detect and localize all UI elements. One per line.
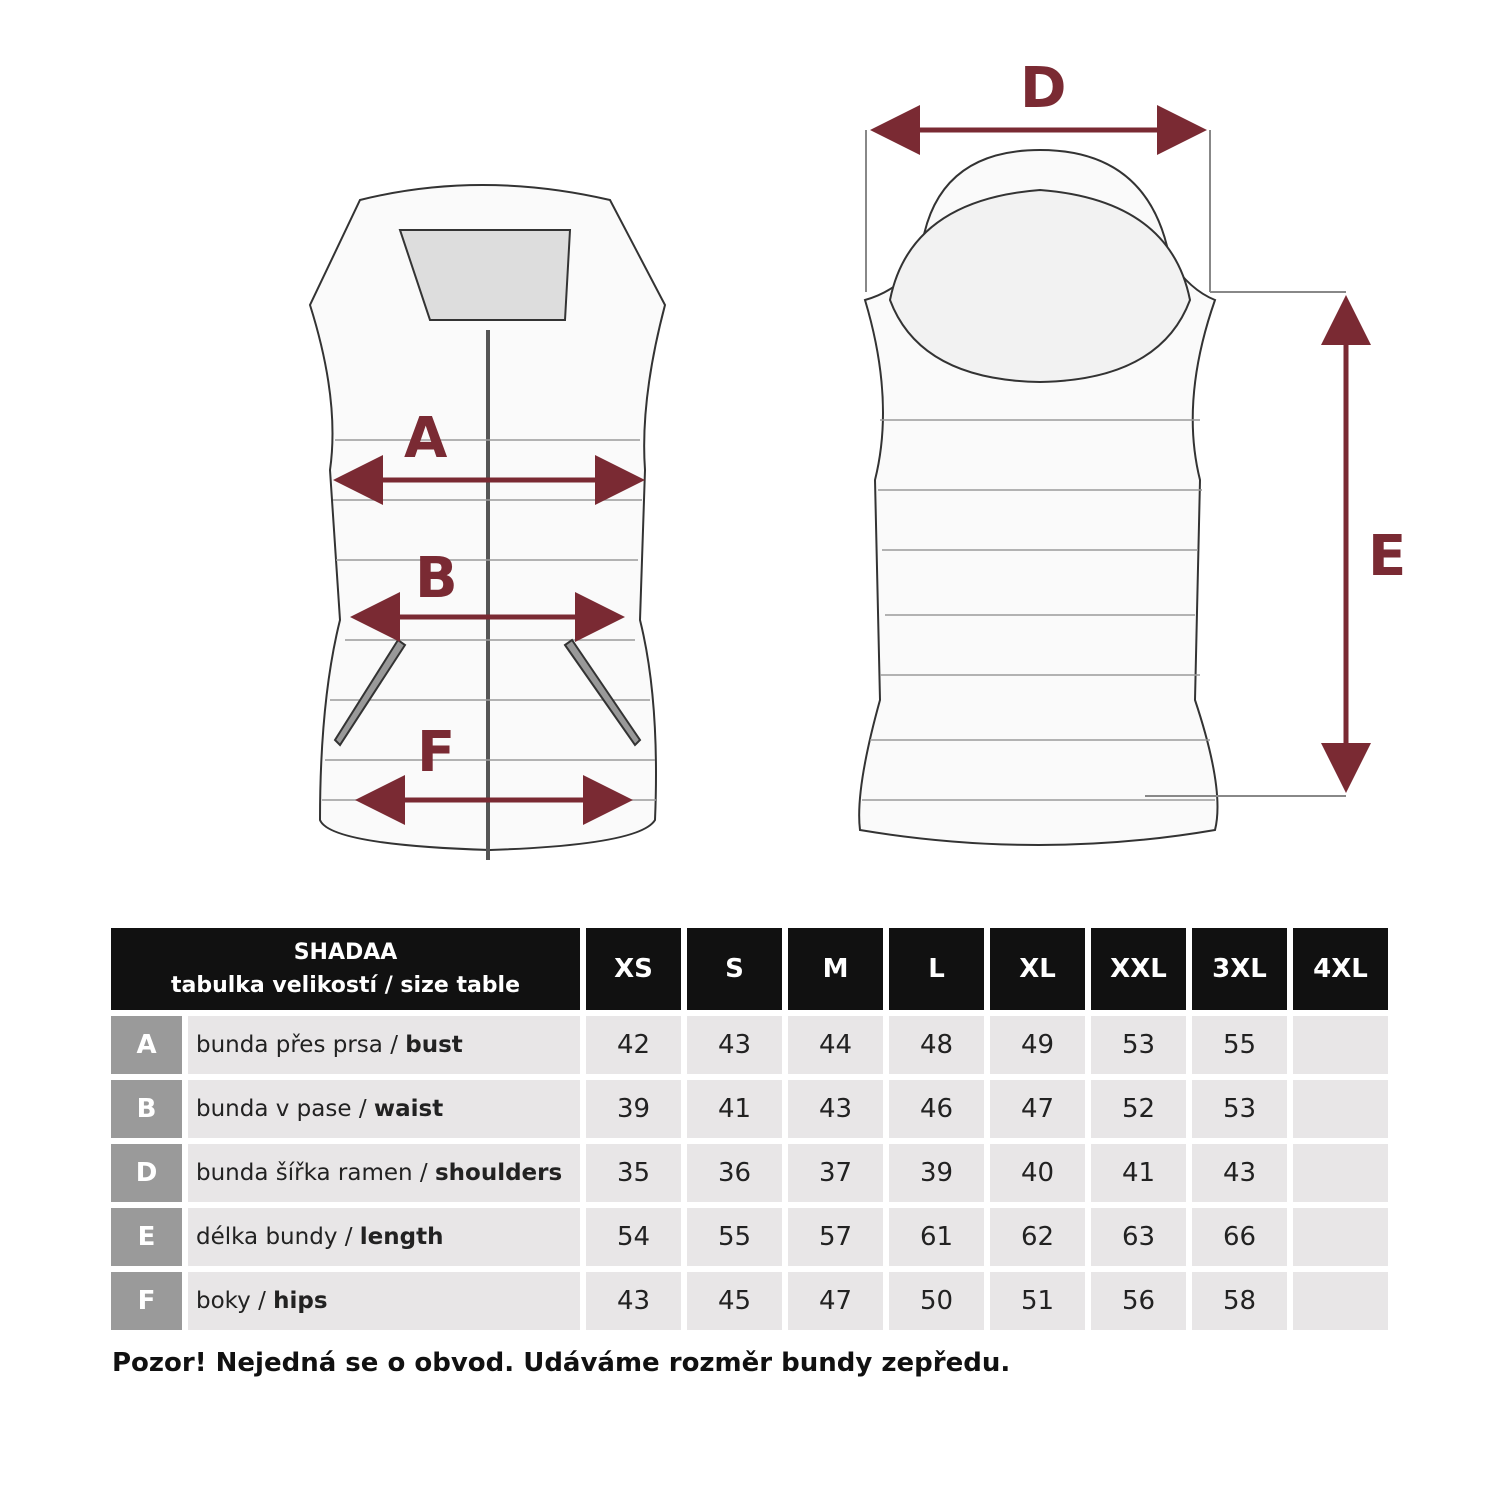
note: Pozor! Nejedná se o obvod. Udáváme rozmě… — [112, 1348, 1011, 1378]
front-vest-drawing — [308, 184, 667, 860]
row-description: bunda v pase / waist — [188, 1080, 580, 1138]
brand-name: SHADAA — [293, 940, 398, 965]
row-letter: D — [111, 1144, 182, 1202]
desc-czech: bunda šířka ramen / — [196, 1160, 435, 1186]
desc-czech: bunda v pase / — [196, 1096, 374, 1122]
value-cell: 43 — [1192, 1144, 1287, 1202]
row-letter: B — [111, 1080, 182, 1138]
label-e: E — [1368, 524, 1407, 589]
value-cell: 48 — [889, 1016, 984, 1074]
size-header-xxl: XXL — [1091, 928, 1186, 1010]
value-cell: 53 — [1091, 1016, 1186, 1074]
value-cell — [1293, 1016, 1388, 1074]
value-cell: 39 — [889, 1144, 984, 1202]
value-cell: 62 — [990, 1208, 1085, 1266]
value-cell: 53 — [1192, 1080, 1287, 1138]
value-cell: 43 — [687, 1016, 782, 1074]
value-cell: 66 — [1192, 1208, 1287, 1266]
table-subtitle: tabulka velikostí / size table — [170, 973, 521, 998]
row-letter: A — [111, 1016, 182, 1074]
desc-czech: délka bundy / — [196, 1224, 360, 1250]
value-cell: 44 — [788, 1016, 883, 1074]
value-cell: 54 — [586, 1208, 681, 1266]
size-header-xl: XL — [990, 928, 1085, 1010]
desc-czech: boky / — [196, 1288, 274, 1314]
value-cell: 43 — [586, 1272, 681, 1330]
value-cell: 57 — [788, 1208, 883, 1266]
value-cell — [1293, 1208, 1388, 1266]
size-header-m: M — [788, 928, 883, 1010]
row-letter: E — [111, 1208, 182, 1266]
desc-english: length — [359, 1224, 444, 1250]
vest-illustration — [308, 105, 1371, 860]
size-header-xs: XS — [586, 928, 681, 1010]
value-cell: 42 — [586, 1016, 681, 1074]
value-cell: 61 — [889, 1208, 984, 1266]
value-cell: 55 — [1192, 1016, 1287, 1074]
value-cell: 43 — [788, 1080, 883, 1138]
size-header-3xl: 3XL — [1192, 928, 1287, 1010]
back-vest-drawing — [858, 148, 1219, 846]
value-cell — [1293, 1144, 1388, 1202]
label-a: A — [404, 406, 448, 471]
desc-english: bust — [405, 1032, 463, 1058]
row-description: boky / hips — [188, 1272, 580, 1330]
value-cell: 46 — [889, 1080, 984, 1138]
desc-czech: bunda přes prsa / — [196, 1032, 406, 1058]
value-cell: 55 — [687, 1208, 782, 1266]
value-cell: 56 — [1091, 1272, 1186, 1330]
row-description: bunda přes prsa / bust — [188, 1016, 580, 1074]
measure-arrows — [333, 105, 1371, 825]
value-cell: 36 — [687, 1144, 782, 1202]
value-cell: 39 — [586, 1080, 681, 1138]
label-d: D — [1020, 56, 1067, 121]
value-cell: 63 — [1091, 1208, 1186, 1266]
value-cell: 45 — [687, 1272, 782, 1330]
value-cell: 49 — [990, 1016, 1085, 1074]
size-header-4xl: 4XL — [1293, 928, 1388, 1010]
value-cell: 58 — [1192, 1272, 1287, 1330]
label-b: B — [415, 546, 458, 611]
value-cell — [1293, 1272, 1388, 1330]
desc-english: hips — [273, 1288, 328, 1314]
size-header-s: S — [687, 928, 782, 1010]
value-cell: 40 — [990, 1144, 1085, 1202]
row-letter: F — [111, 1272, 182, 1330]
value-cell: 47 — [788, 1272, 883, 1330]
value-cell: 51 — [990, 1272, 1085, 1330]
label-f: F — [417, 720, 456, 785]
row-description: délka bundy / length — [188, 1208, 580, 1266]
value-cell: 52 — [1091, 1080, 1186, 1138]
row-description: bunda šířka ramen / shoulders — [188, 1144, 580, 1202]
value-cell: 41 — [1091, 1144, 1186, 1202]
value-cell: 37 — [788, 1144, 883, 1202]
value-cell: 47 — [990, 1080, 1085, 1138]
desc-english: shoulders — [434, 1160, 563, 1186]
desc-english: waist — [373, 1096, 444, 1122]
table-title: SHADAA tabulka velikostí / size table — [111, 928, 580, 1010]
value-cell — [1293, 1080, 1388, 1138]
value-cell: 35 — [586, 1144, 681, 1202]
value-cell: 50 — [889, 1272, 984, 1330]
value-cell: 41 — [687, 1080, 782, 1138]
size-header-l: L — [889, 928, 984, 1010]
